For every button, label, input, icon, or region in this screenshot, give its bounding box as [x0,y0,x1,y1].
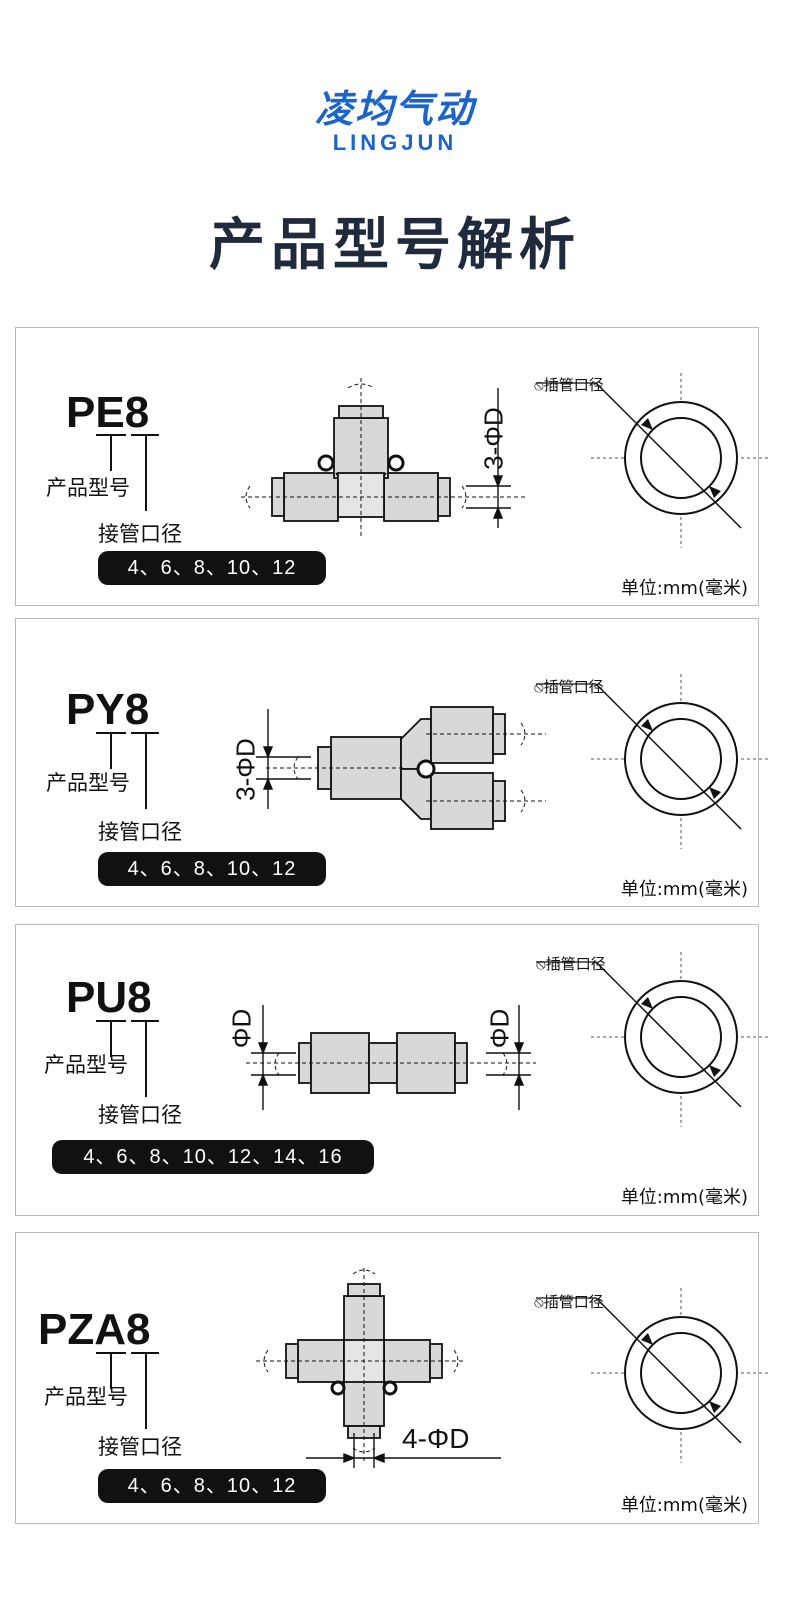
port-circle-drawing [536,674,771,849]
legend-row: ⦸插管口径 [536,953,606,974]
card-pu: PU8 产品型号 接管口径 4、6、8、10、12、14、16 [15,924,771,1216]
dimension-label-left: ΦD [226,1008,257,1049]
tube-diameter-label: 接管口径 [98,1103,182,1127]
model-code: PE8 [66,388,150,437]
size-options-pill: 4、6、8、10、12、14、16 [52,1140,374,1174]
legend-label: 插管口径 [545,955,606,973]
size-options-pill: 4、6、8、10、12 [98,852,326,886]
tube-diameter-label: 接管口径 [98,820,182,844]
card-py: PY8 产品型号 接管口径 4、6、8、10、12 [15,618,771,907]
tee-fitting-drawing [241,378,526,538]
unit-label: 单位:mm(毫米) [620,1187,748,1208]
page-title: 产品型号解析 [209,213,581,278]
dimension-label: 3-ΦD [230,738,261,801]
model-code: PZA8 [38,1305,151,1354]
model-bracket-lines [96,434,159,511]
y-fitting-drawing [256,706,546,830]
dimension-label: 4-ΦD [402,1423,470,1454]
legend-label: 插管口径 [543,678,604,696]
model-code: PU8 [66,973,152,1022]
unit-label: 单位:mm(毫米) [620,1495,748,1516]
product-type-label: 产品型号 [44,1385,128,1409]
straight-union-drawing [246,1005,536,1110]
brand-name-en: LINGJUN [332,130,458,155]
diameter-symbol-icon: ⦸ [536,955,546,973]
legend-row: ⦸插管口径 [534,676,604,697]
product-type-label: 产品型号 [46,771,130,795]
port-circle-drawing [536,373,771,548]
cross-fitting-drawing [256,1268,501,1468]
legend-label: 插管口径 [543,376,604,394]
model-bracket-lines [96,1352,159,1429]
diameter-symbol-icon: ⦸ [534,678,544,696]
dimension-label-right: ΦD [484,1008,515,1049]
product-type-label: 产品型号 [46,476,130,500]
card-pza: PZA8 产品型号 接管口径 4、6、8、10、12 [15,1232,771,1524]
tube-diameter-label: 接管口径 [98,522,182,546]
port-circle-drawing [536,1288,771,1463]
diameter-symbol-icon: ⦸ [534,1293,544,1311]
diameter-symbol-icon: ⦸ [534,376,544,394]
card-pe: PE8 产品型号 接管口径 4、6、8、10、12 [15,327,771,606]
model-bracket-lines [96,1020,159,1097]
legend-row: ⦸插管口径 [534,374,604,395]
unit-label: 单位:mm(毫米) [620,578,748,599]
tube-diameter-label: 接管口径 [98,1435,182,1459]
port-circle-drawing [536,952,771,1127]
brand-name-cn: 凌均气动 [314,87,475,131]
model-code: PY8 [66,685,150,734]
unit-label: 单位:mm(毫米) [620,879,748,900]
model-bracket-lines [96,732,159,809]
size-options-pill: 4、6、8、10、12 [98,1469,326,1503]
dimension-label: 3-ΦD [478,407,509,470]
size-options-pill: 4、6、8、10、12 [98,551,326,585]
product-type-label: 产品型号 [44,1053,128,1077]
